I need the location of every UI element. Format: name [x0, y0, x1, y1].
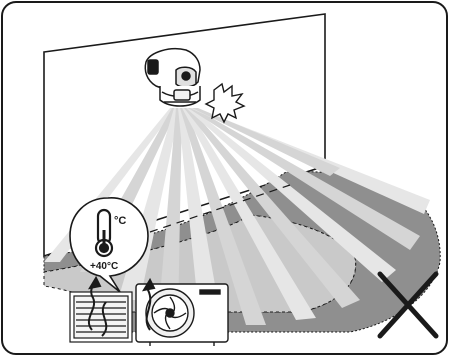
thermometer-unit-label: °C	[114, 215, 126, 227]
heater-grille-icon	[69, 291, 133, 343]
thermometer-badge: °C +40°C	[69, 197, 149, 293]
heat-flow-arrows-icon	[87, 275, 156, 337]
temperature-label: +40°C	[90, 261, 118, 272]
beam	[192, 108, 340, 176]
detection-flash-icon	[204, 82, 246, 124]
beam	[186, 108, 396, 282]
air-conditioner-unit-icon	[135, 283, 229, 346]
detection-beams	[44, 108, 430, 325]
floor-dashed-line	[149, 184, 291, 233]
cross-mark-icon	[377, 271, 439, 339]
beam	[158, 108, 182, 320]
beam	[188, 108, 420, 250]
motion-sensor-icon	[144, 48, 201, 107]
thermometer-icon	[94, 208, 114, 258]
beam	[182, 108, 316, 320]
beam	[178, 108, 222, 325]
beam	[184, 108, 360, 308]
beam	[180, 108, 266, 325]
